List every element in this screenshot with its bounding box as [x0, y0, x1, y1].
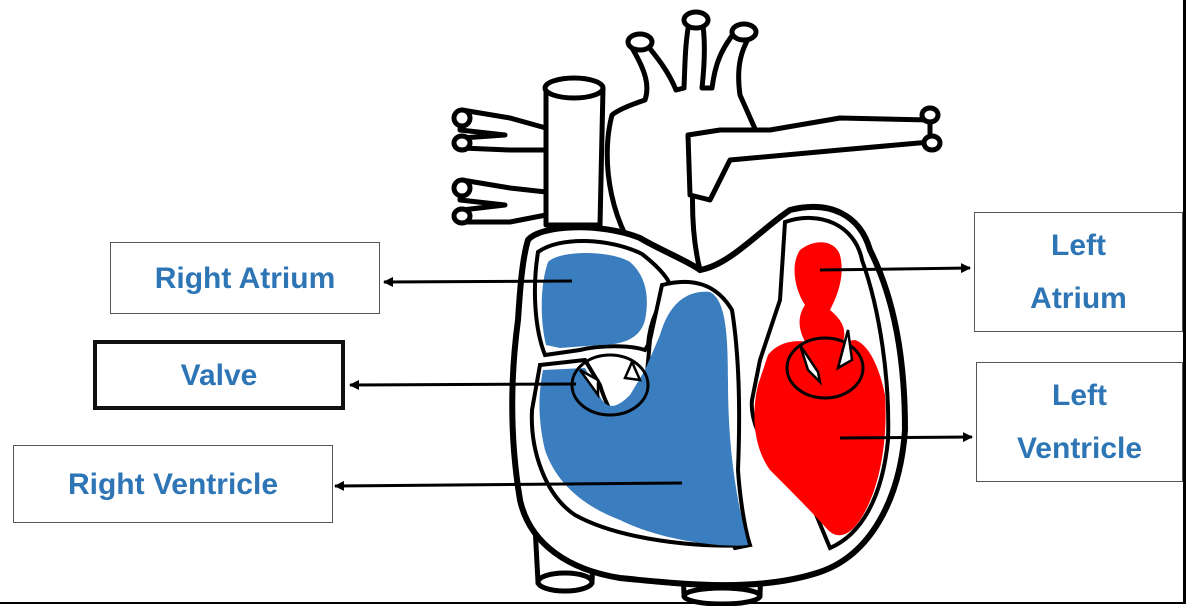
label-right-ventricle: Right Ventricle	[13, 445, 333, 523]
valve-text: Valve	[181, 349, 258, 402]
label-left-atrium: Left Atrium	[974, 212, 1183, 332]
label-left-ventricle: Left Ventricle	[976, 362, 1183, 482]
label-right-atrium: Right Atrium	[110, 242, 380, 314]
arrow-right-atrium	[384, 281, 572, 282]
left-atrium-text-line2: Atrium	[1030, 272, 1127, 325]
superior-vena-cava	[545, 78, 603, 225]
left-ventricle-text-line2: Ventricle	[1017, 422, 1142, 475]
label-valve: Valve	[93, 340, 345, 410]
right-ventricle-text: Right Ventricle	[68, 458, 278, 511]
pulmonary-veins-right	[454, 110, 546, 223]
right-atrium-text: Right Atrium	[155, 252, 336, 305]
arrow-left-atrium	[820, 268, 970, 270]
arrow-left-ventricle	[840, 437, 972, 438]
left-ventricle-text-line1: Left	[1052, 369, 1107, 422]
left-atrium-text-line1: Left	[1051, 219, 1106, 272]
arrow-valve	[350, 384, 576, 385]
right-atrium-chamber	[542, 253, 647, 348]
